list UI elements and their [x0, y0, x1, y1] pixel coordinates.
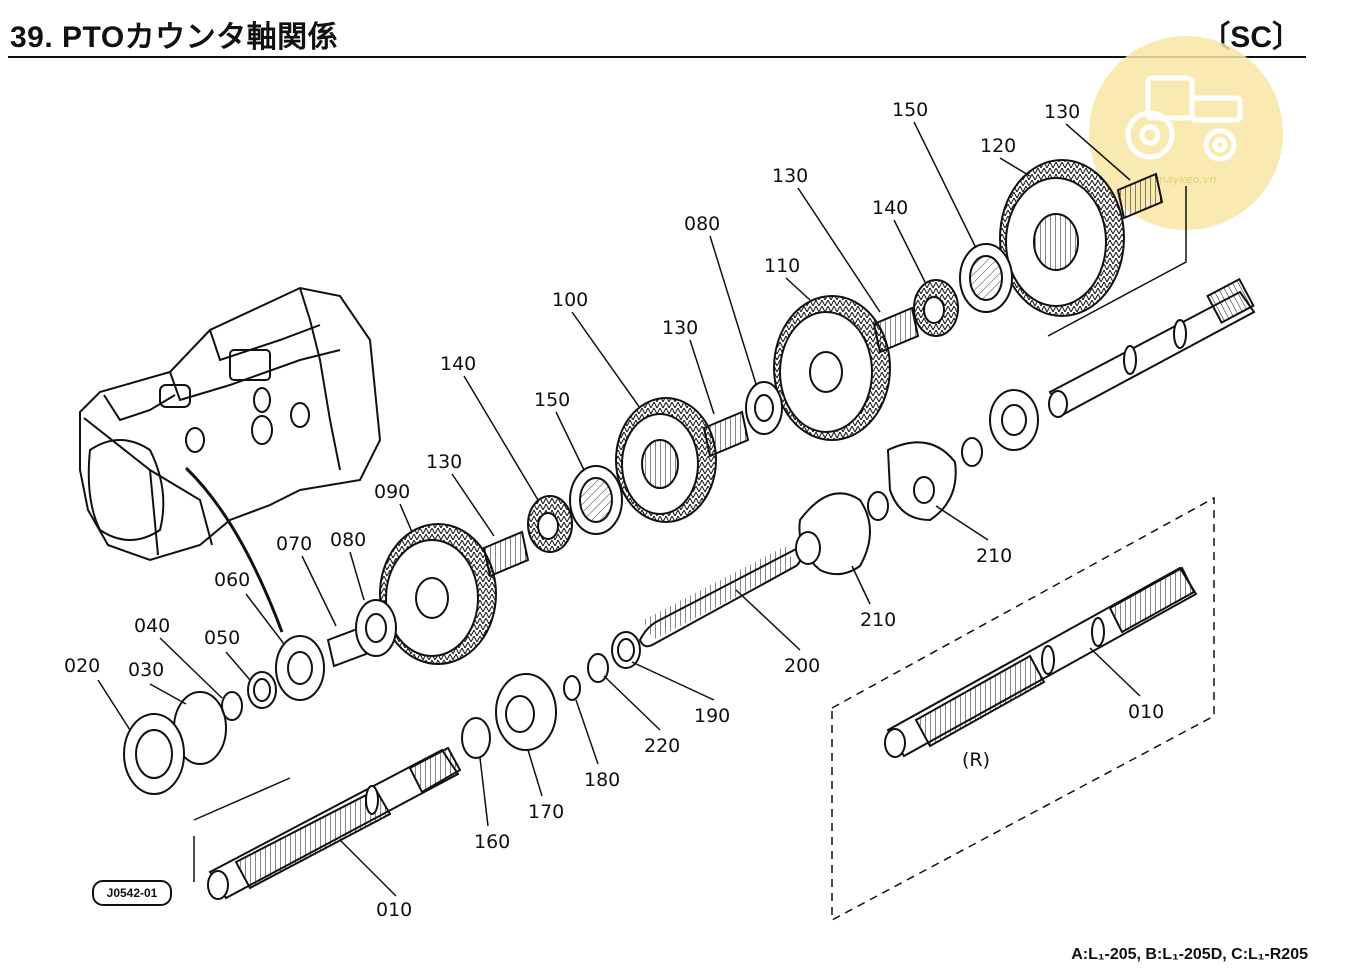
tractor-icon [1125, 75, 1243, 162]
label-190: 190 [694, 705, 730, 727]
label-210-lower: 210 [860, 609, 896, 631]
label-050: 050 [204, 627, 240, 649]
label-080-lower: 080 [330, 529, 366, 551]
label-110: 110 [764, 255, 800, 277]
gear-110 [773, 295, 891, 441]
page-title: 39. PTOカウンタ軸関係 [10, 21, 339, 54]
variant-label: (R) [962, 749, 990, 771]
label-020: 020 [64, 655, 100, 677]
label-150-upper: 150 [892, 99, 928, 121]
part-labels: 010 010 020 030 040 050 060 070 080 080 … [64, 99, 1164, 921]
assembly-frame-top [1047, 186, 1187, 337]
label-140-upper: 140 [872, 197, 908, 219]
shifter-210 [795, 441, 957, 576]
label-130-d: 130 [1044, 101, 1080, 123]
bearings [275, 243, 1039, 751]
label-170: 170 [528, 801, 564, 823]
label-160: 160 [474, 831, 510, 853]
needle-bearings [326, 172, 1164, 668]
label-150-lower: 150 [534, 389, 570, 411]
counter-shaft-upper [1048, 277, 1256, 418]
main-shaft [207, 746, 462, 900]
watermark-text: maykeo.vn [1156, 173, 1217, 186]
leader-lines [97, 121, 1141, 897]
washers [123, 381, 983, 795]
label-210-upper: 210 [976, 545, 1012, 567]
label-140-lower: 140 [440, 353, 476, 375]
label-010-alt: 010 [1128, 701, 1164, 723]
assembly-frame-bottom [193, 777, 291, 882]
label-010-main: 010 [376, 899, 412, 921]
spring-200 [638, 546, 802, 648]
label-060: 060 [214, 569, 250, 591]
gear-090 [379, 523, 497, 665]
gear-140-upper [913, 279, 959, 337]
figure-reference-code: J0542-01 [92, 880, 172, 906]
gear-140-lower [527, 495, 573, 553]
model-applicability: A:L₁-205, B:L₁-205D, C:L₁-R205 [1071, 946, 1308, 963]
label-070: 070 [276, 533, 312, 555]
transmission-case [79, 286, 382, 633]
label-030: 030 [128, 659, 164, 681]
label-130-c: 130 [772, 165, 808, 187]
gear-120 [999, 159, 1125, 317]
label-080-upper: 080 [684, 213, 720, 235]
label-120: 120 [980, 135, 1016, 157]
alternate-shaft [884, 566, 1198, 758]
label-200: 200 [784, 655, 820, 677]
gear-100 [615, 397, 717, 523]
label-100: 100 [552, 289, 588, 311]
page-header: 39. PTOカウンタ軸関係 〔SC〕 [8, 10, 1306, 58]
label-090: 090 [374, 481, 410, 503]
label-220: 220 [644, 735, 680, 757]
label-040: 040 [134, 615, 170, 637]
label-130-b: 130 [662, 317, 698, 339]
label-180: 180 [584, 769, 620, 791]
label-130-a: 130 [426, 451, 462, 473]
